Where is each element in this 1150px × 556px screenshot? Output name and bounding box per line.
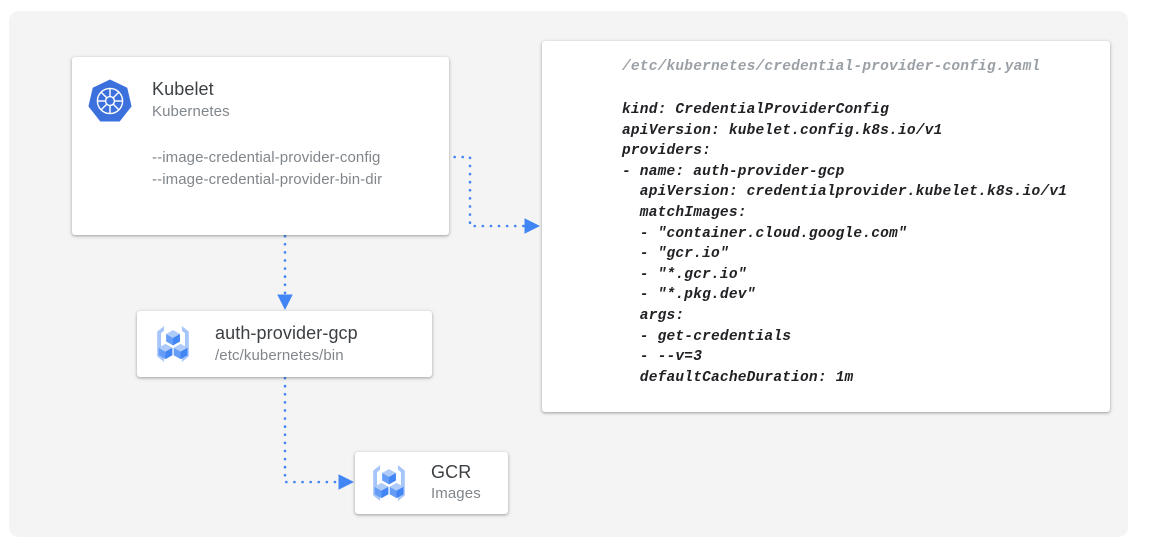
credential-provider-config-card[interactable]: /etc/kubernetes/credential-provider-conf… xyxy=(542,41,1110,412)
gcr-title: GCR xyxy=(431,462,472,482)
auth-provider-subtitle: /etc/kubernetes/bin xyxy=(215,347,344,364)
kubernetes-logo-icon xyxy=(88,79,132,122)
kubelet-subtitle: Kubernetes xyxy=(152,103,230,120)
kubelet-flag-config: --image-credential-provider-config xyxy=(152,149,381,166)
auth-provider-gcp-card[interactable]: auth-provider-gcp /etc/kubernetes/bin xyxy=(137,311,432,377)
yaml-file-path: /etc/kubernetes/credential-provider-conf… xyxy=(622,59,1041,75)
yaml-content: kind: CredentialProviderConfig apiVersio… xyxy=(622,102,1068,386)
kubelet-title: Kubelet xyxy=(152,79,214,99)
kubelet-card[interactable]: Kubelet Kubernetes --image-credential-pr… xyxy=(72,57,449,235)
kubelet-flag-bin-dir: --image-credential-provider-bin-dir xyxy=(152,171,383,188)
gcr-card[interactable]: GCR Images xyxy=(355,452,508,514)
container-registry-icon xyxy=(157,326,189,362)
auth-provider-title: auth-provider-gcp xyxy=(215,323,358,343)
container-registry-icon xyxy=(373,465,405,501)
gcr-subtitle: Images xyxy=(431,485,481,502)
